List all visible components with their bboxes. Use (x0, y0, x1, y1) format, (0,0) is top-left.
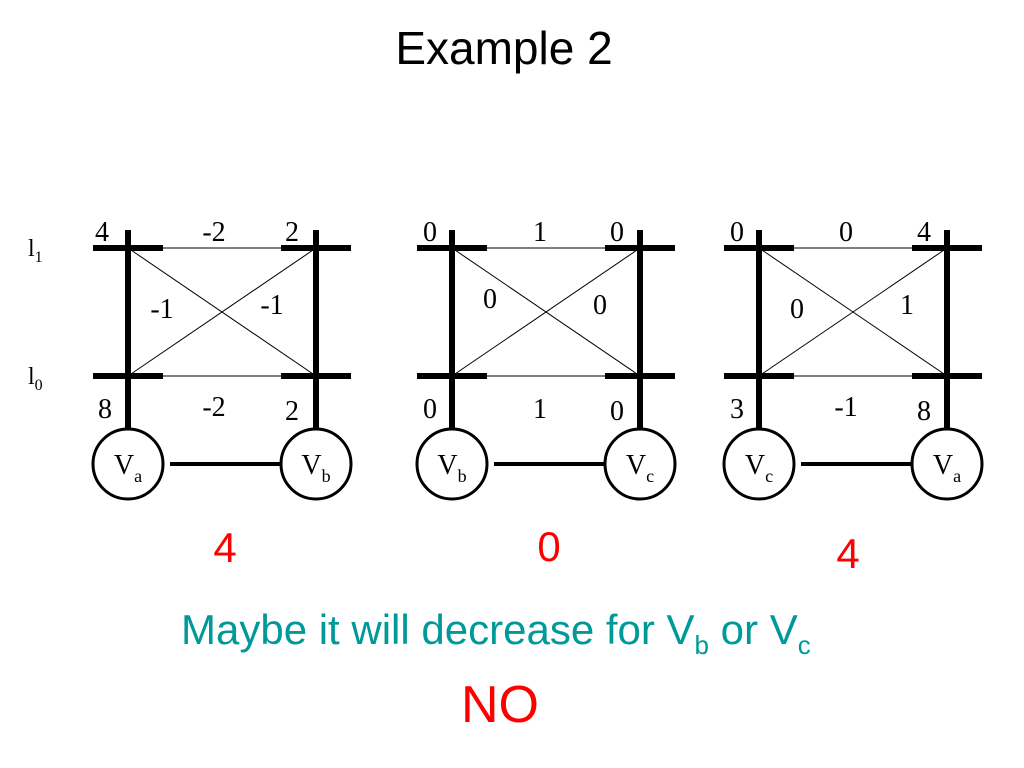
weight-label: 0 (423, 217, 437, 248)
weight-label: 1 (900, 290, 914, 321)
weight-label: 0 (839, 217, 853, 248)
weight-label: 4 (917, 217, 931, 248)
weight-label: -1 (150, 294, 173, 325)
diagonal-edge-up (127, 247, 317, 377)
result-value: 0 (537, 523, 560, 570)
weight-label: 2 (285, 396, 299, 427)
weight-label: 0 (593, 290, 607, 321)
result-value: 4 (213, 524, 236, 571)
weight-label: 0 (730, 217, 744, 248)
node-circle (415, 427, 489, 501)
row-label-l1: l1 (28, 236, 43, 266)
weight-label: 3 (730, 394, 744, 425)
page-title: Example 2 (395, 22, 612, 74)
weight-label: 8 (917, 396, 931, 427)
node-circle (910, 427, 984, 501)
weight-label: 4 (95, 217, 109, 248)
panel-3: 0 0 4 0 1 3 -1 8 Vc Va 4 (722, 217, 984, 577)
diagonal-edge-up (451, 247, 641, 377)
weight-label: 0 (610, 217, 624, 248)
weight-label: -2 (202, 217, 225, 248)
weight-label: 1 (533, 394, 547, 425)
node-label: Va (114, 450, 142, 486)
result-value: 4 (836, 530, 859, 577)
panel-1: 4 -2 2 -1 -1 8 -2 2 Va Vb 4 (91, 217, 353, 571)
node-label: Vb (437, 450, 466, 486)
weight-label: -1 (834, 392, 857, 423)
row-label-l0: l0 (28, 364, 43, 394)
weight-label: 1 (533, 217, 547, 248)
panel-2: 0 1 0 0 0 0 1 0 Vb Vc 0 (415, 217, 677, 570)
caption-text: Maybe it will decrease for Vb or Vc (181, 606, 811, 660)
weight-label: -2 (202, 392, 225, 423)
weight-label: 8 (98, 394, 112, 425)
weight-label: 0 (483, 284, 497, 315)
node-circle (603, 427, 677, 501)
node-circle (279, 427, 353, 501)
diagonal-edge-up (758, 247, 948, 377)
node-label: Va (933, 450, 961, 486)
weight-label: -1 (260, 290, 283, 321)
node-label: Vc (745, 450, 773, 486)
node-circle (722, 427, 796, 501)
node-label: Vc (626, 450, 654, 486)
weight-label: 2 (285, 217, 299, 248)
node-label: Vb (301, 450, 330, 486)
weight-label: 0 (790, 294, 804, 325)
node-circle (91, 427, 165, 501)
weight-label: 0 (423, 394, 437, 425)
weight-label: 0 (610, 396, 624, 427)
answer-text: NO (461, 676, 539, 734)
